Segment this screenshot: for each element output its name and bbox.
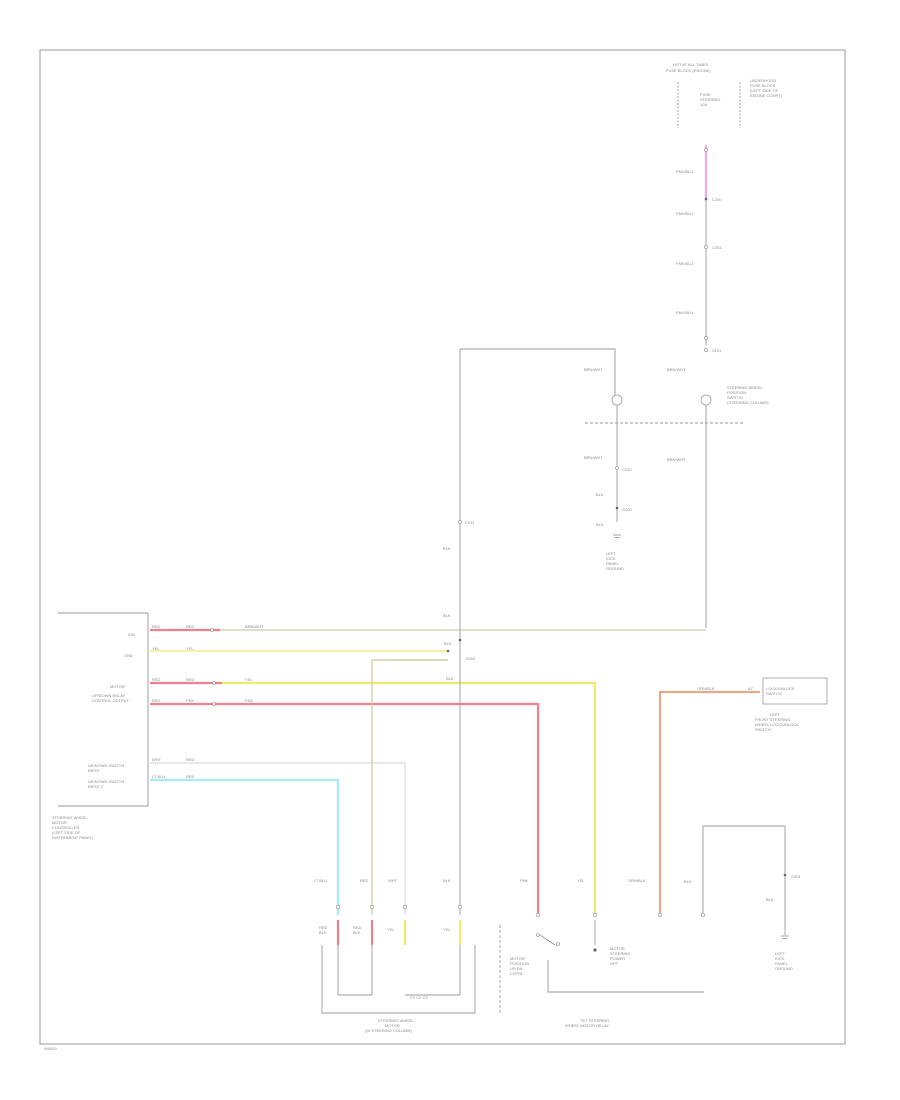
bottom-wire-blk: BLK xyxy=(443,878,451,883)
conn-tail-4: YEL xyxy=(443,927,451,932)
bottom-wire-ltblu: LT BLU xyxy=(314,878,327,883)
wire-4-b: PNK xyxy=(186,698,195,703)
bus-wire-blk-2: BLK xyxy=(443,613,451,618)
junction-label-c201: C201 xyxy=(712,245,722,250)
fuse-block-group: HOT AT ALL TIMES FUSE BLOCK (ENGINE) FUS… xyxy=(666,62,783,128)
wire-label-brnwht-b: BRN/WHT xyxy=(667,367,686,372)
lock-pin-a7: A7 xyxy=(748,686,754,691)
lock-unlock-switch-box xyxy=(762,677,828,705)
bulb-right-icon xyxy=(700,394,712,406)
ground-g200: G200 xyxy=(622,507,633,512)
fuse-block-subheader: FUSE BLOCK (ENGINE) xyxy=(666,68,711,73)
wire-5-b: RED xyxy=(186,757,195,762)
wire-label-brnwht-c: BRN/WHT xyxy=(584,455,603,460)
bottom-wire-orn: ORN/BLK xyxy=(628,878,646,883)
connector-pins-bottom xyxy=(335,904,706,918)
wire-2-b: YEL xyxy=(186,646,194,651)
wire-blk-right-1: BLK xyxy=(684,879,692,884)
wire-1-c: BRN/WHT xyxy=(245,624,264,629)
module-pin-motor: MOTOR xyxy=(110,684,125,689)
junction-blk: BLK xyxy=(444,641,452,646)
bottom-wire-pnk: PNK xyxy=(520,878,529,883)
splice-label: S101 xyxy=(712,348,722,353)
junction-label-c200: C200 xyxy=(712,197,722,202)
bus-wire-blk-1: BLK xyxy=(443,546,451,551)
bus-connector-c211: C211 xyxy=(465,520,475,525)
module-pin-gnd: GND xyxy=(124,653,133,658)
bulb-left-icon xyxy=(611,394,623,406)
bottom-wire-wht: WHT xyxy=(388,878,398,883)
ground-g201: G201 xyxy=(791,874,802,879)
wire-3-c: YEL xyxy=(245,677,253,682)
wire-label-brnwht-d: BRN/WHT xyxy=(667,457,686,462)
wire-label-brnwht-a: BRN/WHT xyxy=(584,367,603,372)
wire-5-a: WHT xyxy=(152,757,162,762)
conn-tail-3: YEL xyxy=(387,927,395,932)
wire-blk-right-2: BLK xyxy=(766,897,774,902)
lock-wire-label: ORN/BLK xyxy=(697,686,715,691)
wire-2-a: YEL xyxy=(152,646,160,651)
wire-label-top-2: PNK/BLU xyxy=(676,211,693,216)
junction-blk-2: BLK xyxy=(446,676,454,681)
wire-3-b: RED xyxy=(186,677,195,682)
wire-label-top-3: PNK/BLU xyxy=(676,261,693,266)
wire-label-blk-2: BLK xyxy=(596,522,604,527)
bottom-wire-yel: YEL xyxy=(577,878,585,883)
fuse-block-header: HOT AT ALL TIMES xyxy=(673,62,708,67)
diagram-frame xyxy=(39,49,846,1045)
conn-label-bottom: C1 C2 C3 xyxy=(410,995,428,1000)
wire-6-a: LT BLU xyxy=(152,774,165,779)
wire-4-c: PNK xyxy=(245,698,254,703)
wire-label-blk-1: BLK xyxy=(596,492,604,497)
bottom-wire-red: RED xyxy=(360,878,369,883)
wire-3-a: RED xyxy=(152,677,161,682)
wire-6-b: RED xyxy=(186,774,195,779)
footer-code: W0000 xyxy=(44,1046,57,1051)
wire-label-top-4: PNK/BLU xyxy=(676,310,693,315)
wire-4-a: RED xyxy=(152,698,161,703)
junction-s202: S202 xyxy=(466,656,476,661)
wire-label-top-1: PNK/BLU xyxy=(676,169,693,174)
module-pin-ign: IGN xyxy=(128,632,135,637)
wire-1-a: RED xyxy=(152,624,161,629)
wire-1-b: RED xyxy=(186,624,195,629)
connector-c210: C210 xyxy=(622,467,632,472)
